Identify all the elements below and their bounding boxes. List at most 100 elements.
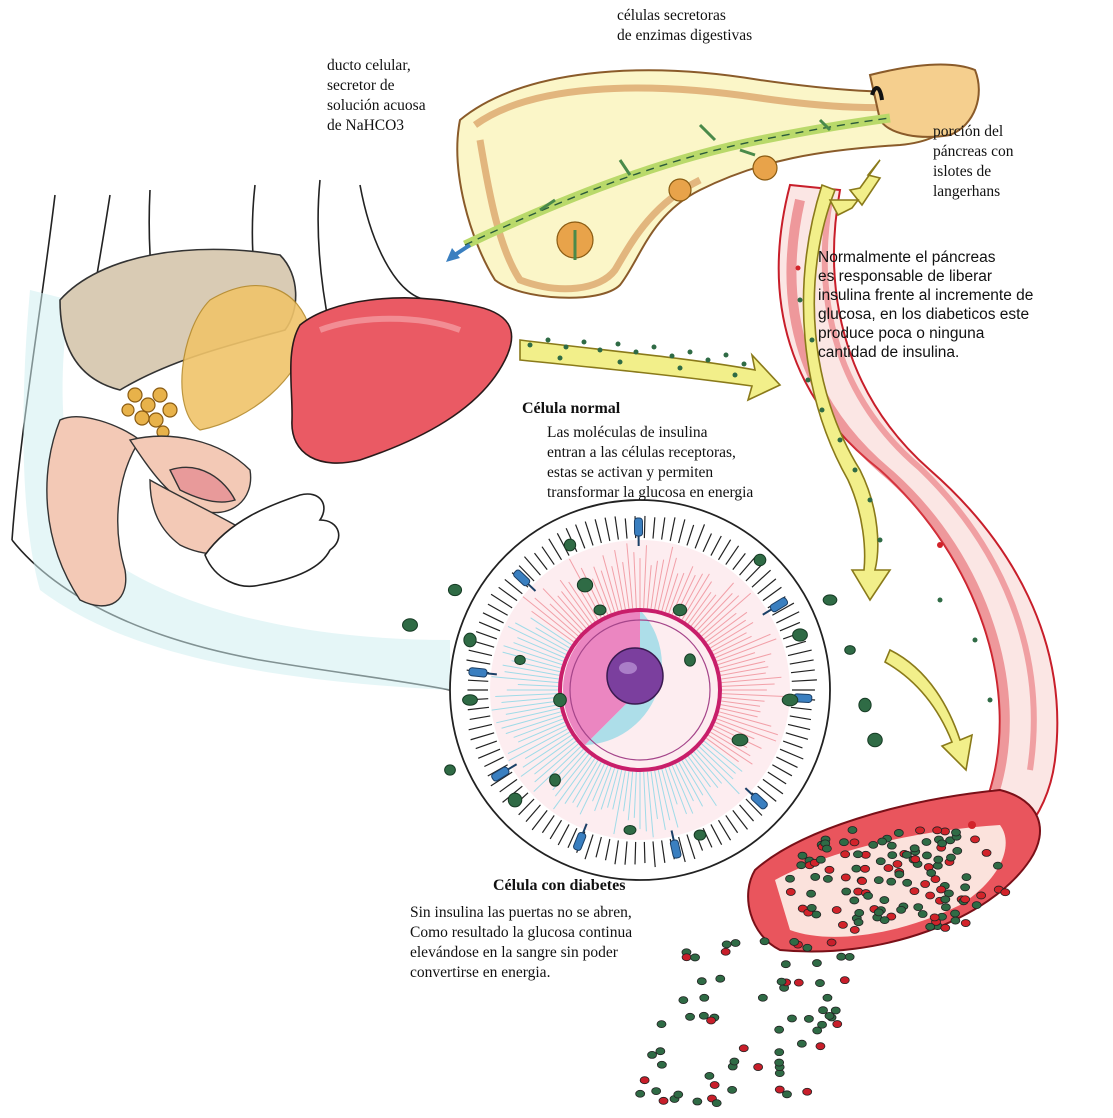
blood-cell [827,939,836,946]
glucose-molecule [775,1049,784,1056]
glucose-molecule [787,1015,796,1022]
blood-cell [721,948,730,955]
insulin-molecule [845,646,856,655]
glucose-molecule [811,873,820,880]
blood-cell [833,1021,842,1028]
blood-cell [838,921,847,928]
blood-cell [982,849,991,856]
glucose-molecule [953,847,962,854]
blood-cell [739,1045,748,1052]
blood-cell [858,878,867,885]
blood-cell [893,860,902,867]
glucose-molecule [816,856,825,863]
glucose-molecule [797,862,806,869]
glucose-molecule [697,978,706,985]
blood-cell [937,886,946,893]
blood-cell [832,906,841,913]
label-celula-diabetes-text: Sin insulina las puertas no se abren, Co… [410,903,632,983]
glucose-molecule [657,1061,666,1068]
insulin-molecule [508,793,522,807]
label-ducto-celular: ducto celular, secretor de solución acuo… [327,56,426,136]
glucose-molecule [855,909,864,916]
label-celula-normal-title: Célula normal [522,400,620,418]
glucose-molecule [679,997,688,1004]
glucose-molecule [934,856,943,863]
glucose-molecule [903,879,912,886]
glucose-molecule [797,1040,806,1047]
glucose-molecule [972,902,981,909]
glucose-molecule [946,854,955,861]
insulin-molecule [463,695,478,705]
glucose-molecule [730,1058,739,1065]
blood-cell [825,866,834,873]
blood-cell [916,827,925,834]
blood-cell [707,1017,716,1024]
glucose-molecule [852,865,861,872]
glucose-molecule [652,1088,661,1095]
glucose-molecule [902,851,911,858]
glucose-molecule [864,892,873,899]
label-celula-diabetes-title: Célula con diabetes [493,877,625,895]
glucose-molecule [712,1100,721,1107]
glucose-molecule [962,874,971,881]
glucose-molecule [922,838,931,845]
insulin-molecule [685,654,696,666]
glucose-molecule [926,923,935,930]
insulin-molecule [594,605,606,615]
glucose-molecule [699,1012,708,1019]
glucose-molecule [853,851,862,858]
label-celulas-secretoras: células secretoras de enzimas digestivas [617,6,752,46]
glucose-molecule [691,954,700,961]
blood-cell [754,1064,763,1071]
glucose-molecule [951,917,960,924]
glucose-molecule [914,904,923,911]
blood-cell [659,1097,668,1104]
insulin-molecule [823,595,837,605]
glucose-molecule [716,975,725,982]
blood-cell [841,874,850,881]
blood-cell [921,881,930,888]
blood-cell [977,892,986,899]
glucose-molecule [993,862,1002,869]
blood-cell [961,920,970,927]
blood-cell [682,954,691,961]
glucose-molecule [837,953,846,960]
insulin-molecule [754,554,766,566]
membrane-spike [644,516,645,538]
insulin-molecule [694,830,706,840]
glucose-molecule [657,1021,666,1028]
blood-cell [910,888,919,895]
insulin-molecule [624,826,636,835]
glucose-molecule [880,897,889,904]
glucose-molecule [705,1072,714,1079]
glucose-molecule [728,1086,737,1093]
glucose-molecule [918,911,927,918]
glucose-molecule [758,994,767,1001]
insulin-molecule [564,539,575,551]
glucose-molecule [887,842,896,849]
nucleus [607,648,663,704]
glucose-molecule [760,938,769,945]
blood-cell [933,827,942,834]
glucose-molecule [648,1051,657,1058]
glucose-molecule [700,994,709,1001]
glucose-molecule [854,919,863,926]
glucose-molecule [845,953,854,960]
glucose-spill [636,938,855,1107]
membrane-spike [635,842,636,865]
glucose-molecule [895,871,904,878]
glucose-molecule [878,838,887,845]
glucose-molecule [888,852,897,859]
insulin-molecule [732,734,748,746]
glucose-molecule [850,897,859,904]
liver [291,298,512,463]
glucose-molecule [786,875,795,882]
glucose-molecule [656,1048,665,1055]
blood-cell [926,892,935,899]
glucose-molecule [731,940,740,947]
glucose-molecule [798,852,807,859]
cell [403,500,883,880]
glucose-molecule [807,890,816,897]
glucose-molecule [887,878,896,885]
